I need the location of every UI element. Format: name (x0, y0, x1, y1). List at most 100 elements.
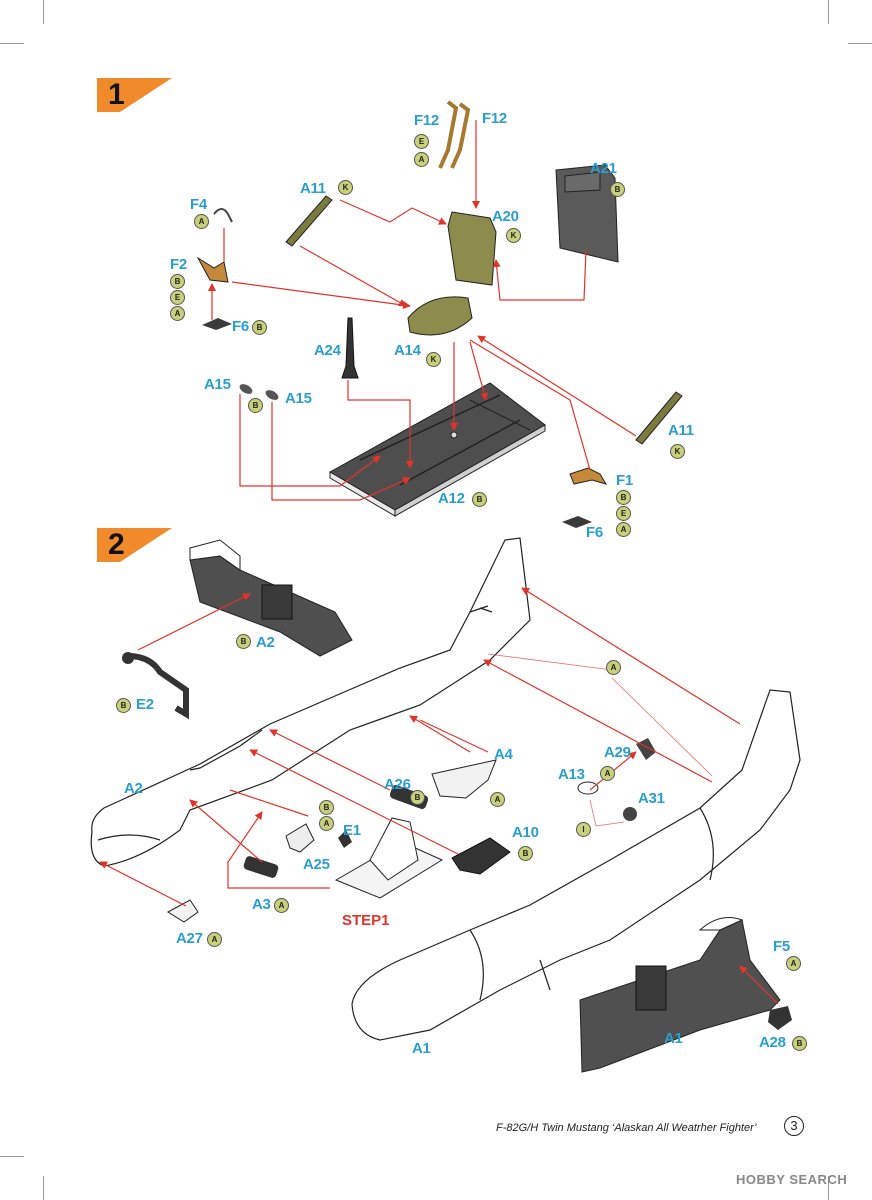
part-F6a (202, 318, 232, 330)
part-A1-wall (579, 917, 781, 1073)
part-A25 (285, 823, 315, 853)
label-A15: A15 (204, 376, 231, 393)
step2-arrows (99, 587, 779, 1005)
label-A1: A1 (664, 1030, 683, 1047)
badge: A (606, 660, 621, 675)
part-A11-rail-left (285, 195, 333, 247)
badge: B (170, 274, 185, 289)
badge: I (576, 822, 591, 837)
part-A29 (636, 738, 656, 760)
watermark: HOBBY SEARCH (736, 1172, 848, 1187)
part-A21-armor (555, 164, 619, 263)
badge: B (319, 800, 334, 815)
part-A24-stick (341, 317, 359, 379)
part-fuselage-left (90, 537, 531, 867)
badge: B (792, 1036, 807, 1051)
crop-mark (43, 1176, 44, 1200)
part-A28 (768, 1006, 792, 1030)
label-A2: A2 (256, 634, 275, 651)
badge: A (170, 306, 185, 321)
crop-mark (0, 43, 24, 44)
label-F5: F5 (773, 938, 790, 955)
badge: K (426, 352, 441, 367)
badge: A (194, 214, 209, 229)
step1-callout: STEP1 (342, 912, 390, 929)
step1-arrows (208, 120, 637, 501)
part-A13 (577, 781, 599, 795)
crop-mark (0, 1156, 24, 1157)
label-F6: F6 (232, 318, 249, 335)
label-A26: A26 (384, 776, 411, 793)
label-A4: A4 (494, 746, 513, 763)
badge: E (616, 506, 631, 521)
part-A4 (431, 759, 497, 799)
part-A2-sidewall (189, 539, 353, 657)
step-2-number: 2 (108, 528, 125, 561)
part-A20-seat-back (447, 211, 497, 286)
badge: B (116, 698, 131, 713)
label-F1: F1 (616, 472, 633, 489)
part-A3 (243, 856, 279, 878)
part-F6b (562, 516, 592, 528)
badge: E (170, 290, 185, 305)
label-A15: A15 (285, 390, 312, 407)
part-fuselage-right (351, 689, 801, 1041)
label-A31: A31 (638, 790, 665, 807)
crop-mark (828, 0, 829, 24)
crop-mark (43, 0, 44, 24)
footer-title: F-82G/H Twin Mustang ‘Alaskan All Weatrh… (496, 1122, 757, 1134)
label-E1: E1 (343, 822, 361, 839)
label-A2: A2 (124, 780, 143, 797)
part-A11-rail-right (635, 391, 683, 445)
label-E2: E2 (136, 696, 154, 713)
label-A20: A20 (492, 208, 519, 225)
part-F1-belts (569, 467, 608, 485)
part-A15-pedal (239, 384, 253, 394)
badge: B (252, 320, 267, 335)
crop-mark (848, 43, 872, 44)
label-A14: A14 (394, 342, 421, 359)
part-F4 (213, 208, 233, 223)
label-F12: F12 (414, 112, 439, 129)
badge: B (518, 846, 533, 861)
crop-mark (828, 1176, 829, 1200)
label-F6: F6 (586, 524, 603, 541)
label-A1: A1 (412, 1040, 431, 1057)
badge: K (506, 228, 521, 243)
step-1-number: 1 (108, 78, 125, 111)
label-F4: F4 (190, 196, 207, 213)
label-A25: A25 (303, 856, 330, 873)
badge: K (670, 444, 685, 459)
part-A14-seat-pan (407, 296, 473, 336)
badge: A (616, 522, 631, 537)
part-F2-belts (196, 256, 229, 283)
label-A27: A27 (176, 930, 203, 947)
label-A21: A21 (590, 160, 617, 177)
badge: B (248, 398, 263, 413)
badge: E (414, 134, 429, 149)
page-number: 3 (784, 1116, 804, 1136)
part-A27 (167, 899, 199, 923)
label-A13: A13 (558, 766, 585, 783)
part-A10 (451, 837, 511, 875)
part-F12-straps (438, 100, 471, 169)
label-A11: A11 (300, 180, 326, 197)
step-2-badge (97, 528, 172, 562)
badge: A (490, 792, 505, 807)
badge: K (338, 180, 353, 195)
label-A10: A10 (512, 824, 539, 841)
label-A28: A28 (759, 1034, 786, 1051)
badge: B (472, 492, 487, 507)
label-A11: A11 (668, 422, 694, 439)
label-A12: A12 (438, 490, 465, 507)
part-step1-assembly (334, 817, 444, 899)
badge: B (236, 634, 251, 649)
part-A15-pedal (265, 390, 279, 400)
badge: A (414, 152, 429, 167)
badge: A (319, 816, 334, 831)
badge: B (616, 490, 631, 505)
badge: A (786, 956, 801, 971)
badge: B (410, 790, 425, 805)
